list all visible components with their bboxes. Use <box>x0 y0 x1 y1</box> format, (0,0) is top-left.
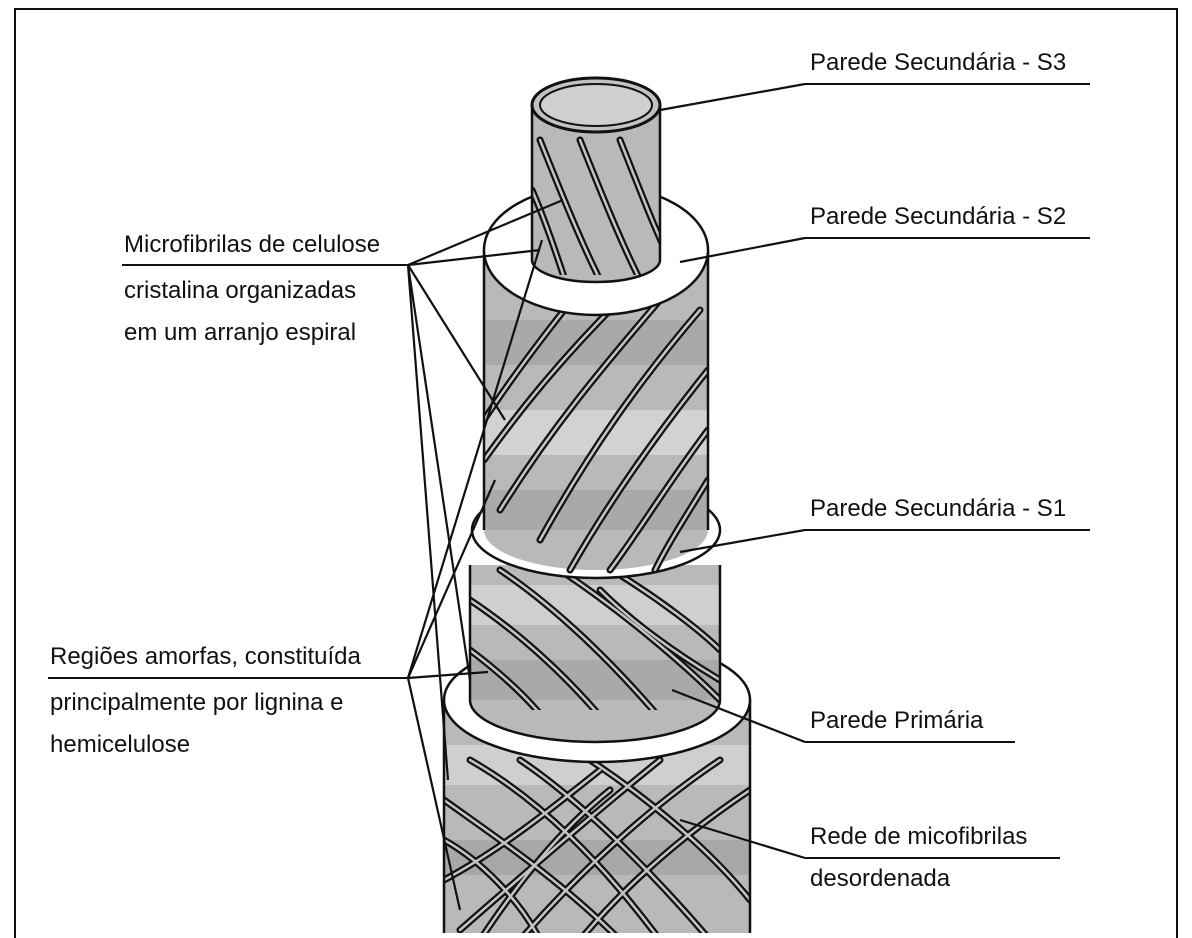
label-regioes-line1: Regiões amorfas, constituída <box>50 643 361 670</box>
s3-lumen <box>540 84 652 126</box>
label-rede-line2: desordenada <box>810 865 951 892</box>
label-microfibrilas-line3: em um arranjo espiral <box>124 319 356 346</box>
label-regioes-line3: hemicelulose <box>50 731 190 758</box>
label-regioes-line2: principalmente por lignina e <box>50 689 344 716</box>
label-microfibrilas-line2: cristalina organizadas <box>124 277 356 304</box>
label-s2: Parede Secundária - S2 <box>810 203 1066 230</box>
s3-layer <box>532 78 670 282</box>
s2-bands <box>484 320 708 530</box>
label-parede-primaria: Parede Primária <box>810 707 984 734</box>
label-s3: Parede Secundária - S3 <box>810 49 1066 76</box>
label-rede-line1: Rede de micofibrilas <box>810 823 1027 850</box>
label-microfibrilas-line1: Microfibrilas de celulose <box>124 231 380 258</box>
label-s1: Parede Secundária - S1 <box>810 495 1066 522</box>
